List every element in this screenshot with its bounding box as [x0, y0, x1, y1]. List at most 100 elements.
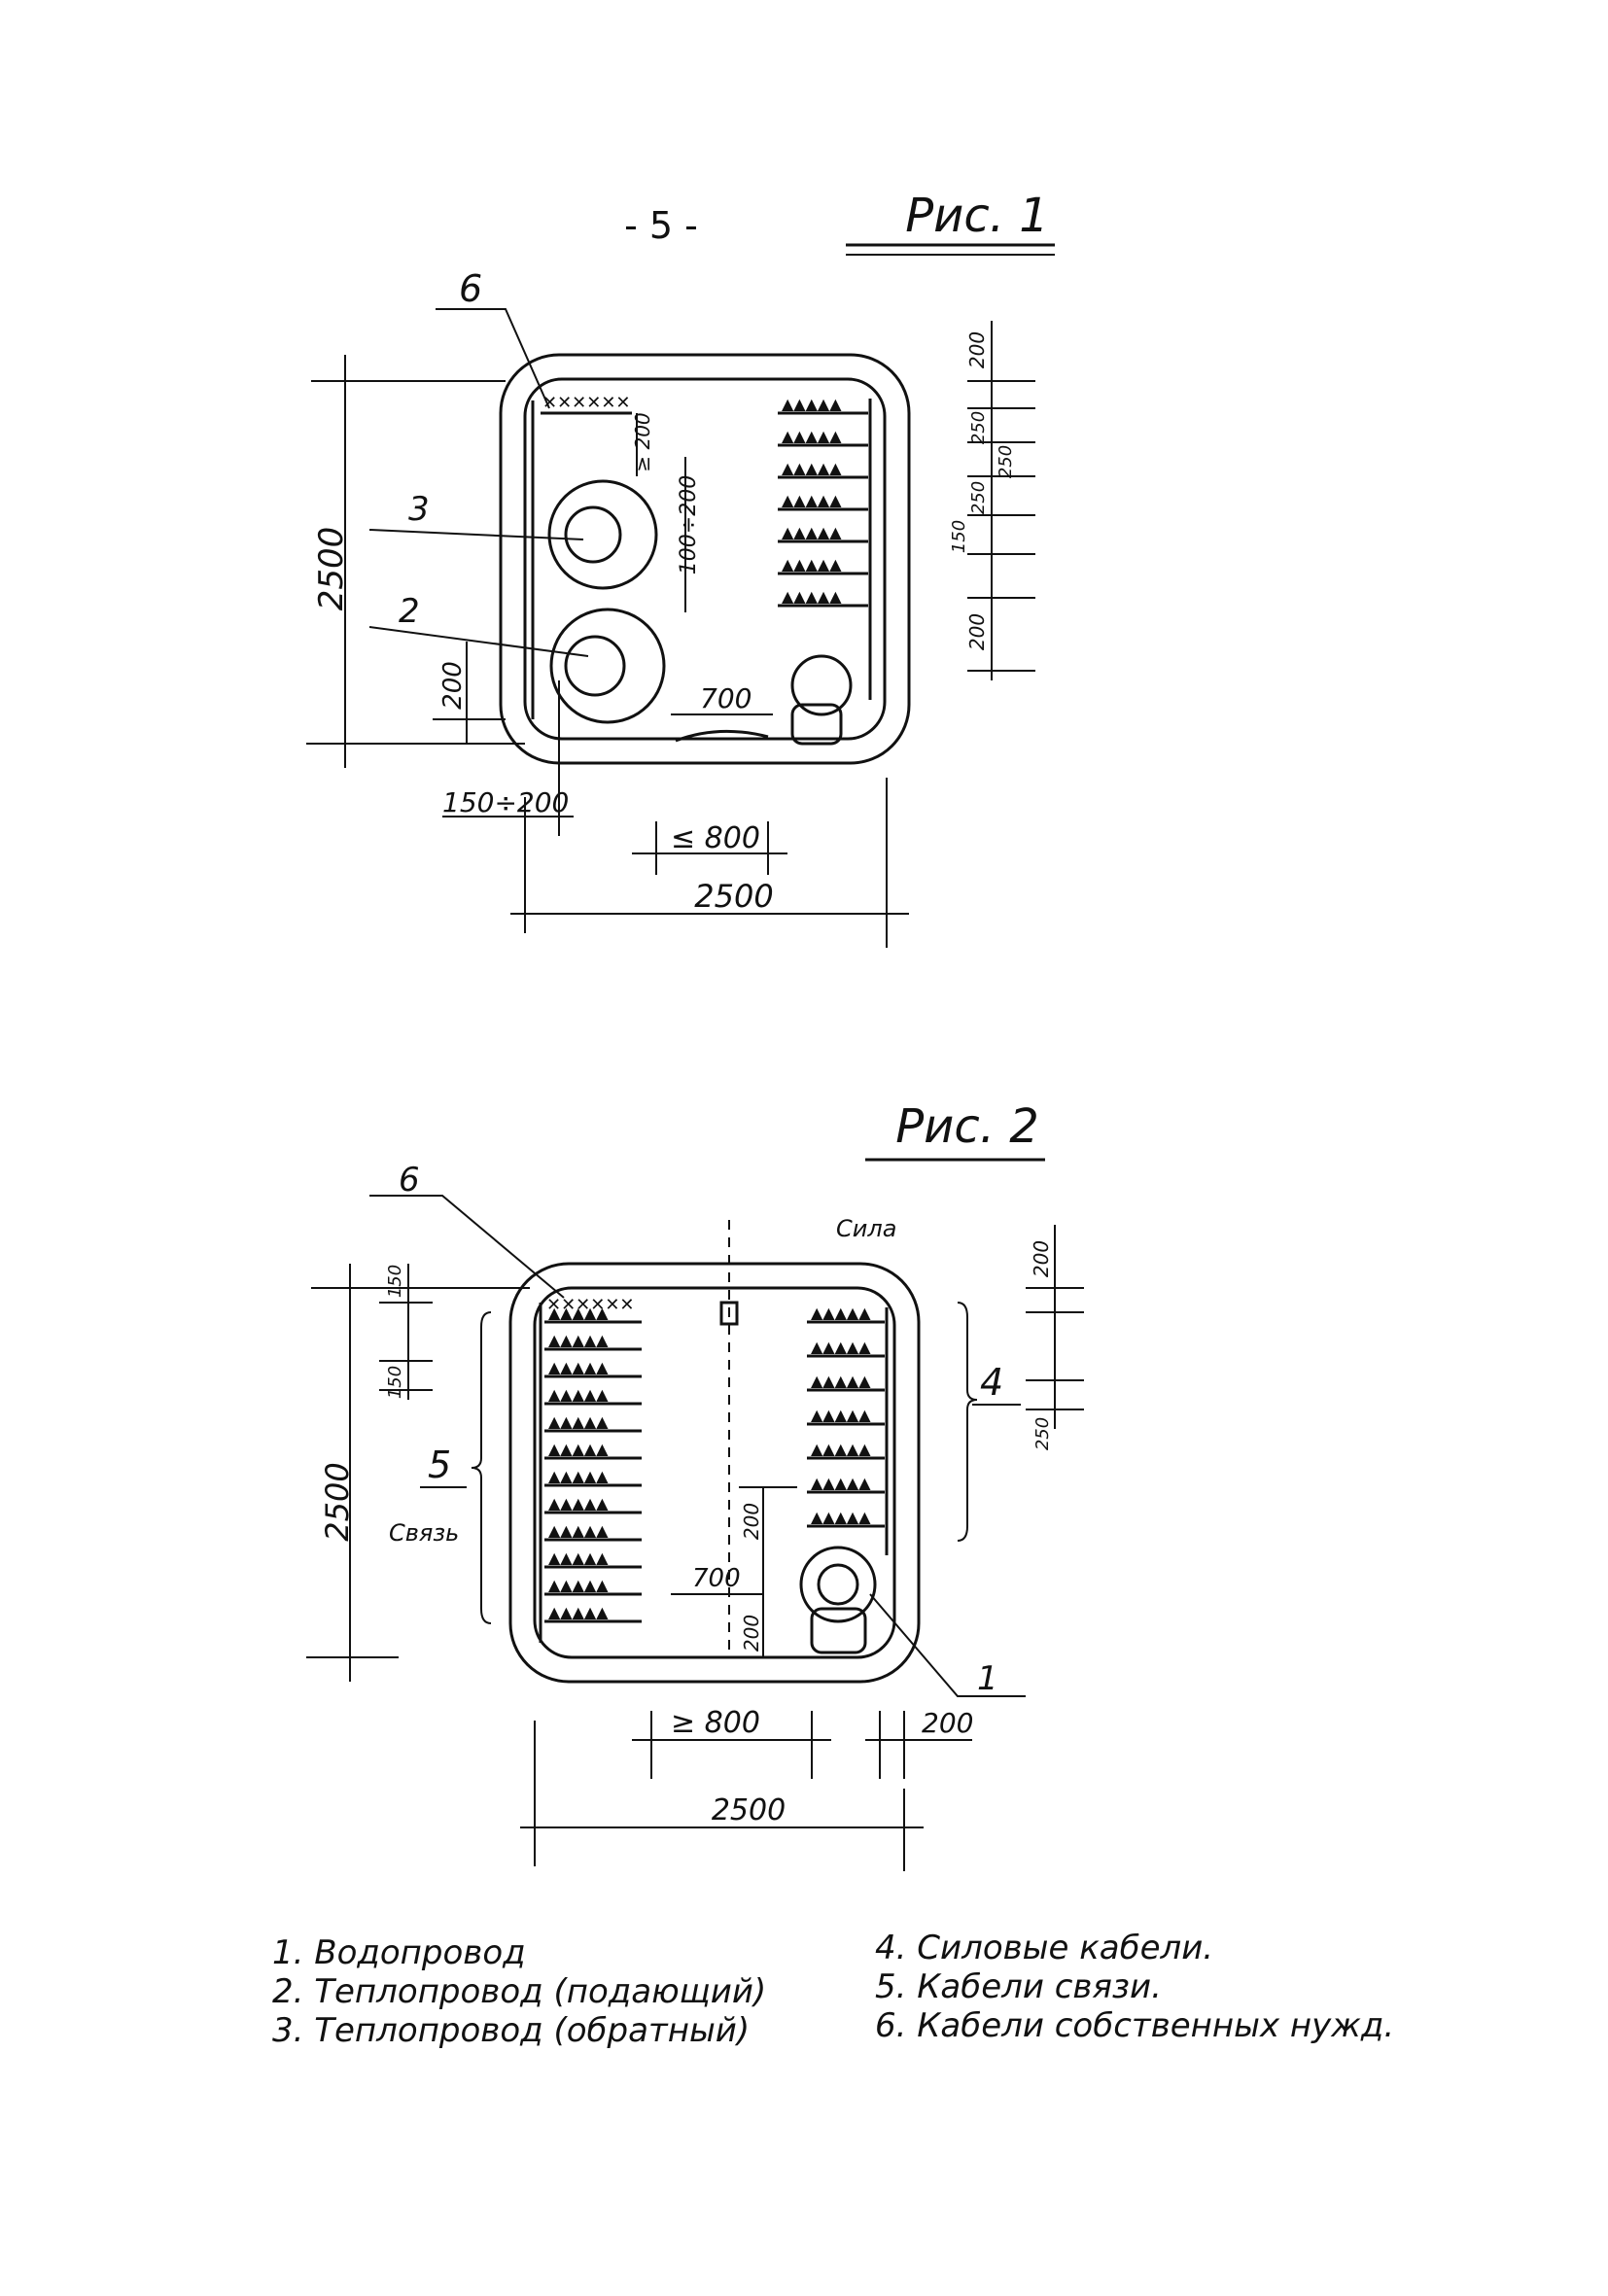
fig2-dim-v200b: 200 [740, 1615, 763, 1652]
fig2-left-shelf-cables-9: ▲▲▲▲▲ [548, 1521, 609, 1540]
fig1-label-3: 3 [408, 490, 430, 529]
fig2-leader-6 [369, 1195, 565, 1299]
fig1-tunnel-outer [499, 353, 911, 765]
fig1-pipe-2-inner [564, 635, 626, 697]
legend-item-1: 1. Водопровод [272, 1933, 526, 1972]
fig2-right-shelf-cables-5: ▲▲▲▲▲ [811, 1440, 871, 1458]
fig1-pipe-3-inner [564, 505, 622, 564]
fig1-dim-700: 700 [700, 682, 752, 714]
legend-item-6: 6. Кабели собственных нужд. [875, 2006, 1394, 2045]
fig2-cable-marks-6: ✕✕✕✕✕✕ [546, 1295, 635, 1315]
fig2-label-5-note: Связь [389, 1519, 459, 1547]
fig2-left-shelf-cables-7: ▲▲▲▲▲ [548, 1467, 609, 1485]
fig1-dim-r150: 150 [949, 520, 969, 553]
fig2-right-shelf-cables-7: ▲▲▲▲▲ [811, 1508, 871, 1526]
fig1-cable-marks-6: ✕✕✕✕✕✕ [542, 393, 631, 413]
legend-item-2: 2. Теплопровод (подающий) [272, 1972, 766, 2011]
fig2-dim-right-200: 200 [922, 1707, 973, 1739]
fig1-leader-6 [436, 308, 550, 409]
legend-item-3: 3. Теплопровод (обратный) [272, 2011, 750, 2050]
fig2-water-pipe-support [810, 1607, 867, 1654]
fig2-dim-150b: 150 [385, 1366, 405, 1399]
fig1-shelf-cables-7: ▲▲▲▲▲ [782, 587, 842, 606]
fig1-shelf-cables-1: ▲▲▲▲▲ [782, 395, 842, 413]
fig2-left-shelf-cables-11: ▲▲▲▲▲ [548, 1576, 609, 1594]
fig1-dim-between: 100÷200 [677, 475, 701, 574]
fig1-shelf-cables-6: ▲▲▲▲▲ [782, 555, 842, 574]
figure2-section: ✕✕✕✕✕✕ ▲▲▲▲▲▲▲▲▲▲▲▲▲▲▲▲▲▲▲▲▲▲▲▲▲▲▲▲▲▲▲▲▲… [306, 1161, 1084, 1871]
fig2-right-shelf-cables-1: ▲▲▲▲▲ [811, 1304, 871, 1322]
fig2-tunnel-inner [533, 1286, 896, 1659]
fig2-dim-height: 2500 [319, 1462, 356, 1541]
fig1-leader-2 [368, 626, 589, 657]
fig1-label-2: 2 [399, 592, 420, 631]
legend-item-5: 5. Кабели связи. [875, 1967, 1162, 2006]
fig2-dim-150a: 150 [385, 1265, 405, 1298]
fig1-floor-channel [675, 729, 769, 743]
fig1-dim-800: ≤ 800 [671, 821, 760, 855]
fig2-right-shelf-cables-3: ▲▲▲▲▲ [811, 1372, 871, 1390]
fig1-shelf-cables-3: ▲▲▲▲▲ [782, 459, 842, 477]
fig1-pipe-3-outer [547, 479, 658, 590]
fig1-dim-height: 2500 [312, 527, 351, 611]
fig2-tunnel-outer [508, 1262, 921, 1684]
fig2-dim-800: ≥ 800 [671, 1706, 760, 1740]
fig1-leader-3 [368, 529, 584, 540]
fig2-left-shelf-cables-8: ▲▲▲▲▲ [548, 1494, 609, 1513]
fig2-dim-v200a: 200 [740, 1503, 763, 1540]
fig2-water-pipe-inner [817, 1563, 859, 1606]
fig2-dim-r200: 200 [1030, 1240, 1053, 1277]
fig1-label-6: 6 [459, 267, 482, 310]
fig1-shelf-cables-2: ▲▲▲▲▲ [782, 427, 842, 445]
fig2-dim-700: 700 [692, 1564, 741, 1593]
fig2-label-6: 6 [399, 1161, 420, 1200]
fig2-left-shelf-cables-2: ▲▲▲▲▲ [548, 1331, 609, 1349]
page-number: - 5 - [624, 204, 698, 247]
fig2-label-5: 5 [428, 1444, 451, 1486]
fig1-dim-200: 200 [438, 661, 468, 710]
fig2-left-shelf-cables-4: ▲▲▲▲▲ [548, 1385, 609, 1404]
fig2-dim-width: 2500 [712, 1793, 786, 1827]
fig2-left-shelf-cables-3: ▲▲▲▲▲ [548, 1358, 609, 1376]
fig1-pipe-2-outer [549, 608, 666, 724]
fig1-water-pipe [790, 654, 853, 716]
fig2-label-1: 1 [977, 1659, 998, 1698]
fig1-shelf-cables-5: ▲▲▲▲▲ [782, 523, 842, 541]
fig2-label-4: 4 [980, 1361, 1003, 1404]
fig1-tunnel-inner [523, 377, 887, 741]
fig2-leader-1 [869, 1593, 1026, 1697]
fig2-left-shelf-cables-10: ▲▲▲▲▲ [548, 1548, 609, 1567]
fig2-brace-5 [471, 1311, 492, 1624]
fig1-dim-top: ≥ 200 [631, 412, 654, 471]
fig2-water-pipe-outer [799, 1546, 877, 1623]
fig2-right-shelf-cables-4: ▲▲▲▲▲ [811, 1406, 871, 1424]
figure1-caption: Рис. 1 [905, 189, 1049, 243]
fig1-shelf-cables-4: ▲▲▲▲▲ [782, 491, 842, 509]
fig1-dim-r250a: 250 [968, 411, 989, 444]
fig2-left-shelf-cables-6: ▲▲▲▲▲ [548, 1440, 609, 1458]
fig2-dim-r250: 250 [1032, 1417, 1053, 1450]
fig2-left-shelf-cables-1: ▲▲▲▲▲ [548, 1304, 609, 1322]
fig2-brace-4 [957, 1302, 978, 1542]
fig1-dim-r200b: 200 [965, 613, 989, 650]
fig1-water-pipe-support [790, 703, 843, 746]
figure1-section: ✕✕✕✕✕✕ ▲▲▲▲▲▲▲▲▲▲▲▲▲▲▲▲▲▲▲▲▲▲▲▲▲▲▲▲▲▲▲▲▲… [306, 267, 1035, 948]
fig1-dim-gap: 150÷200 [442, 786, 569, 818]
fig1-power-cable-shelves: ▲▲▲▲▲ ▲▲▲▲▲ ▲▲▲▲▲ ▲▲▲▲▲ ▲▲▲▲▲ ▲▲▲▲▲ ▲▲▲▲▲ [778, 395, 868, 608]
legend-item-4: 4. Силовые кабели. [875, 1929, 1213, 1967]
fig1-dim-width: 2500 [694, 878, 773, 915]
fig2-hanger [719, 1301, 739, 1326]
fig2-left-shelf-cables-12: ▲▲▲▲▲ [548, 1603, 609, 1621]
fig2-right-shelf-cables-6: ▲▲▲▲▲ [811, 1474, 871, 1492]
fig2-right-shelf-cables-2: ▲▲▲▲▲ [811, 1338, 871, 1356]
fig2-left-shelf-cables-5: ▲▲▲▲▲ [548, 1412, 609, 1431]
fig1-dim-r200a: 200 [965, 331, 989, 368]
fig2-comm-cable-shelves: ▲▲▲▲▲ ▲▲▲▲▲ ▲▲▲▲▲ ▲▲▲▲▲ ▲▲▲▲▲ ▲▲▲▲▲ ▲▲▲▲▲ ▲▲▲▲▲… [544, 1304, 642, 1623]
legend: 1. Водопровод 2. Теплопровод (подающий) … [272, 1929, 1394, 2050]
fig2-power-cable-shelves: ▲▲▲▲▲ ▲▲▲▲▲ ▲▲▲▲▲ ▲▲▲▲▲ ▲▲▲▲▲ ▲▲▲▲▲ ▲▲▲▲▲ [807, 1304, 885, 1528]
fig1-dim-r250c: 250 [968, 481, 989, 514]
fig1-dim-r250b: 250 [996, 445, 1016, 478]
figure2-caption: Рис. 2 [895, 1099, 1039, 1154]
